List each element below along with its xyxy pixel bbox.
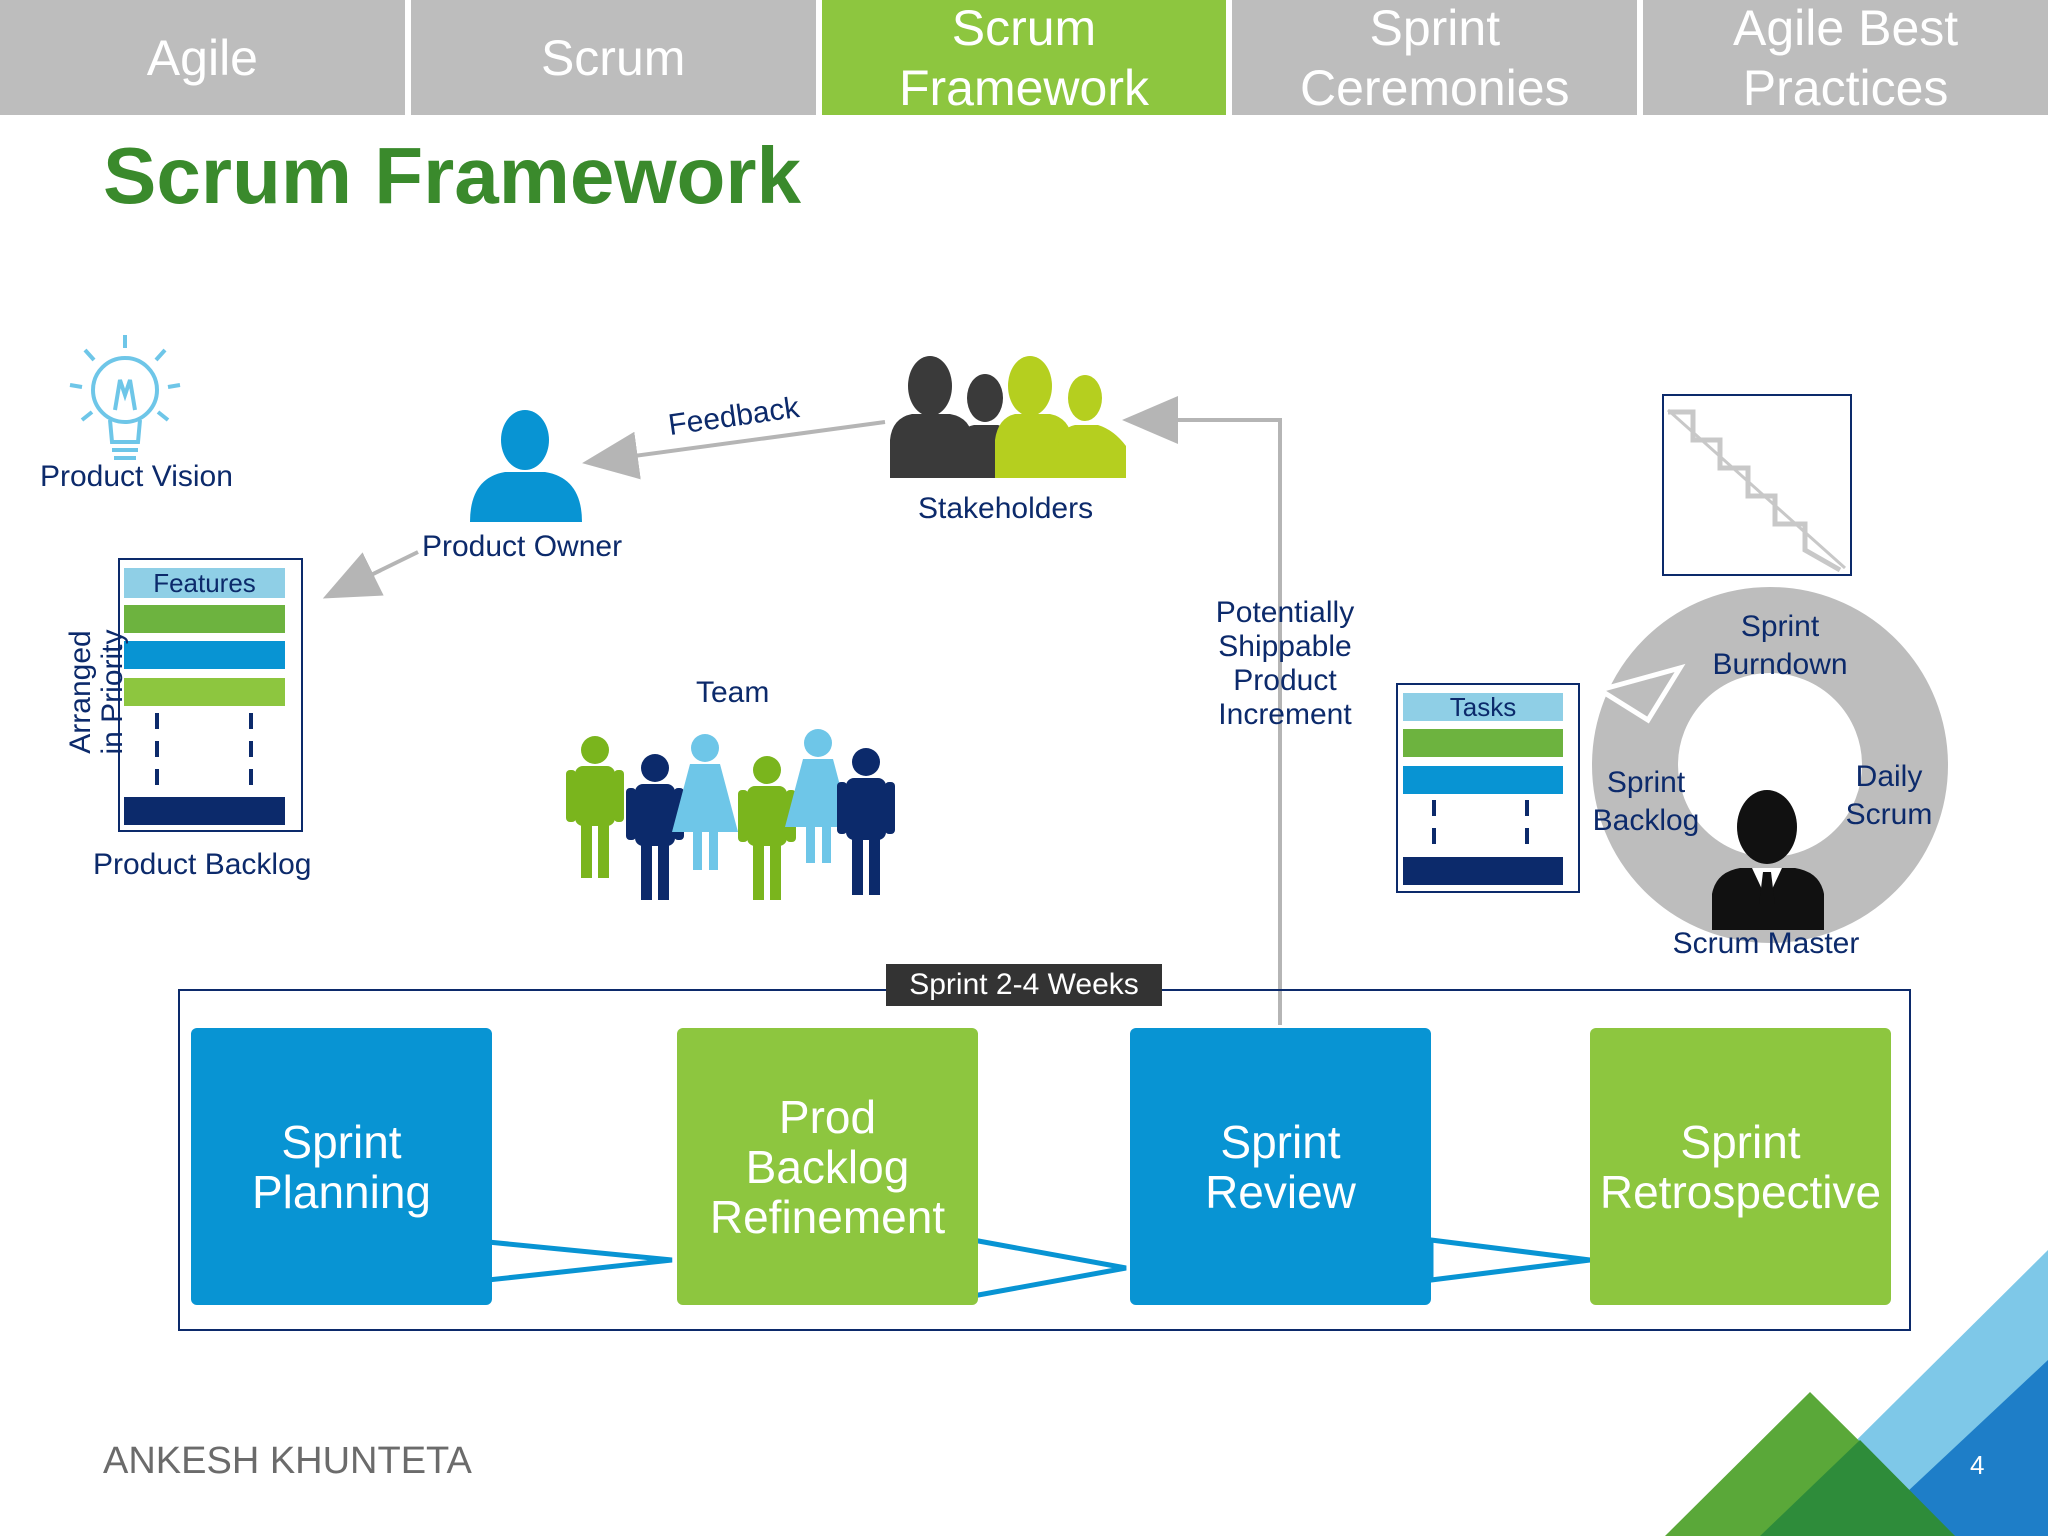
stage-connectors: [485, 1237, 1591, 1299]
product-backlog-label: Product Backlog: [93, 848, 312, 881]
page-title: Scrum Framework: [103, 131, 802, 220]
sprint-backlog-box: [1396, 683, 1580, 893]
lightbulb-icon: [69, 335, 181, 460]
backlog-refinement-box: Prod Backlog Refinement: [677, 1028, 978, 1305]
increment-arrow: [1122, 396, 1282, 1025]
owner-to-backlog-arrow: [322, 550, 419, 599]
team-icon: [566, 729, 895, 900]
product-backlog-box: [118, 558, 303, 832]
stakeholders-icon: [890, 356, 1126, 478]
arranged-in-priority-label: Arranged in Priority: [64, 629, 129, 755]
features-label: Features: [153, 568, 256, 598]
daily-scrum-label: Daily Scrum: [1845, 760, 1933, 831]
author-footer: ANKESH KHUNTETA: [103, 1440, 472, 1482]
tab-agile-best-practices[interactable]: Agile Best Practices: [1643, 0, 2048, 116]
scrum-master-label: Scrum Master: [1672, 927, 1860, 960]
sprint-planning-box: Sprint Planning: [191, 1028, 492, 1305]
tasks-label: Tasks: [1449, 692, 1517, 722]
top-tab-bar: Agile Scrum Scrum Framework Sprint Cerem…: [0, 0, 2048, 116]
product-owner-icon: [470, 410, 582, 522]
team-label: Team: [696, 676, 770, 709]
sprint-retrospective-box: Sprint Retrospective: [1590, 1028, 1891, 1305]
tab-scrum-framework[interactable]: Scrum Framework: [821, 0, 1227, 116]
scrum-master-icon: [1712, 790, 1824, 930]
stakeholders-label: Stakeholders: [918, 492, 1094, 525]
feedback-arrow: [582, 420, 886, 480]
sprint-burndown-label: Sprint Burndown: [1712, 610, 1848, 681]
tab-sprint-ceremonies[interactable]: Sprint Ceremonies: [1232, 0, 1638, 116]
sprint-backlog-label: Sprint Backlog: [1592, 766, 1700, 837]
potentially-shippable-label: Potentially Shippable Product Increment: [1215, 596, 1355, 731]
burndown-chart-icon: [1662, 394, 1852, 576]
sprint-review-box: Sprint Review: [1130, 1028, 1431, 1305]
product-owner-label: Product Owner: [422, 530, 623, 563]
tab-agile[interactable]: Agile: [0, 0, 405, 115]
corner-decoration: [1665, 1250, 2048, 1536]
product-vision-label: Product Vision: [40, 460, 233, 493]
sprint-duration-label: Sprint 2-4 Weeks: [886, 964, 1162, 1006]
page-number: 4: [1970, 1450, 1985, 1480]
tab-scrum[interactable]: Scrum: [410, 0, 816, 115]
